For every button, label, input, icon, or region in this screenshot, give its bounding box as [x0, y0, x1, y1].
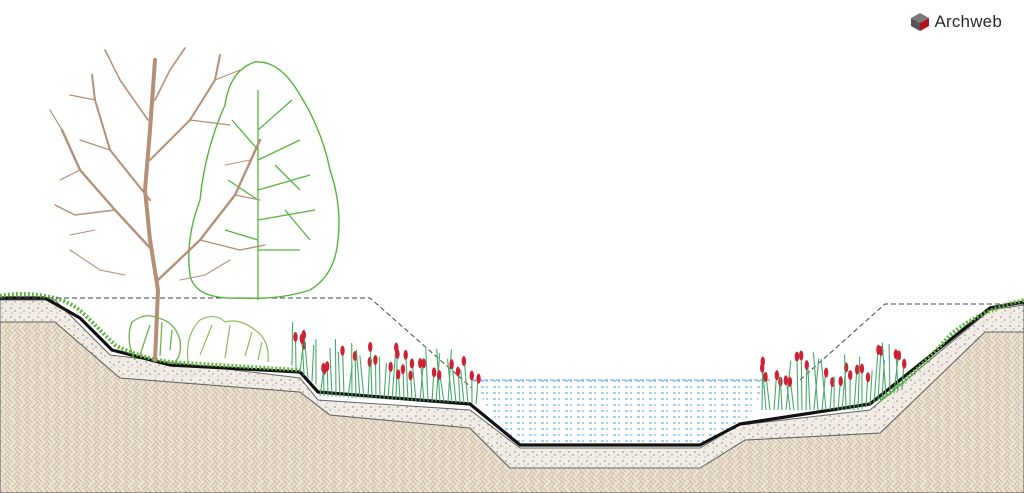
gravel-layer [0, 299, 1024, 469]
reed-stem [334, 339, 337, 397]
reed-stem [812, 352, 819, 411]
shrub-right [186, 315, 269, 363]
reed-head [293, 331, 298, 342]
reed-head [403, 349, 408, 360]
reed-stem [844, 354, 847, 411]
reed-head [469, 370, 474, 381]
reed-head [760, 362, 765, 373]
reed-head [893, 349, 899, 360]
reed-stem [378, 356, 381, 400]
reed-head [418, 358, 423, 369]
reed-head [783, 375, 789, 386]
reed-head [774, 370, 780, 381]
reed-head [859, 363, 865, 374]
reed-head [902, 358, 907, 369]
shrub-left [128, 315, 182, 363]
reed-stem [820, 358, 827, 411]
reed-head [301, 329, 306, 340]
reed-stem [355, 349, 361, 399]
reed-stem [807, 367, 811, 411]
reed-head [763, 371, 768, 382]
ground-line [0, 296, 1024, 447]
reed-head [865, 372, 871, 383]
cube-icon [911, 13, 930, 31]
reed-stem [881, 342, 887, 398]
reed-head [408, 370, 413, 381]
reed-head [847, 370, 853, 381]
reed-head [449, 359, 454, 370]
reed-head [409, 358, 415, 369]
reed-stem [460, 369, 465, 404]
reed-head [324, 361, 330, 372]
grass-left [0, 292, 301, 372]
reed-head [461, 356, 467, 367]
reed-head [823, 367, 829, 378]
dashed-profile-right [799, 303, 1024, 381]
reed-stem [329, 347, 333, 397]
reed-stem [779, 377, 783, 411]
bare-tree [49, 47, 266, 362]
water-body [472, 380, 770, 446]
reed-stem [857, 356, 861, 411]
brand-logo: Archweb [910, 12, 1002, 32]
reed-head [431, 367, 437, 378]
reed-head [437, 370, 442, 381]
reed-head [368, 341, 373, 352]
reed-head [400, 364, 406, 375]
reed-stem [337, 351, 341, 398]
reed-head [854, 364, 860, 375]
reed-head [373, 355, 378, 366]
reed-head [340, 345, 345, 356]
dashed-profile-left [0, 297, 473, 389]
reed-stem [888, 343, 891, 396]
reed-head [421, 358, 426, 369]
reed-head [838, 376, 843, 387]
reed-head [396, 369, 401, 380]
reed-stem [425, 346, 429, 402]
reed-stem [291, 321, 294, 366]
reed-stem [359, 355, 365, 399]
reed-head [794, 351, 800, 362]
reed-head [787, 376, 793, 387]
reed-head [321, 362, 326, 373]
reed-head [455, 366, 461, 377]
reed-stem [311, 344, 315, 382]
reed-stem [869, 370, 873, 406]
reed-head [830, 377, 835, 388]
reed-head [388, 361, 393, 372]
reed-head [798, 350, 804, 361]
reeds-right [760, 342, 907, 411]
brand-name: Archweb [934, 12, 1002, 31]
reed-stem [383, 362, 387, 400]
reed-head [476, 373, 481, 384]
reed-stem [446, 358, 453, 403]
reed-head [395, 348, 400, 359]
deciduous-tree-outline [188, 61, 340, 300]
reeds-left [291, 321, 481, 404]
